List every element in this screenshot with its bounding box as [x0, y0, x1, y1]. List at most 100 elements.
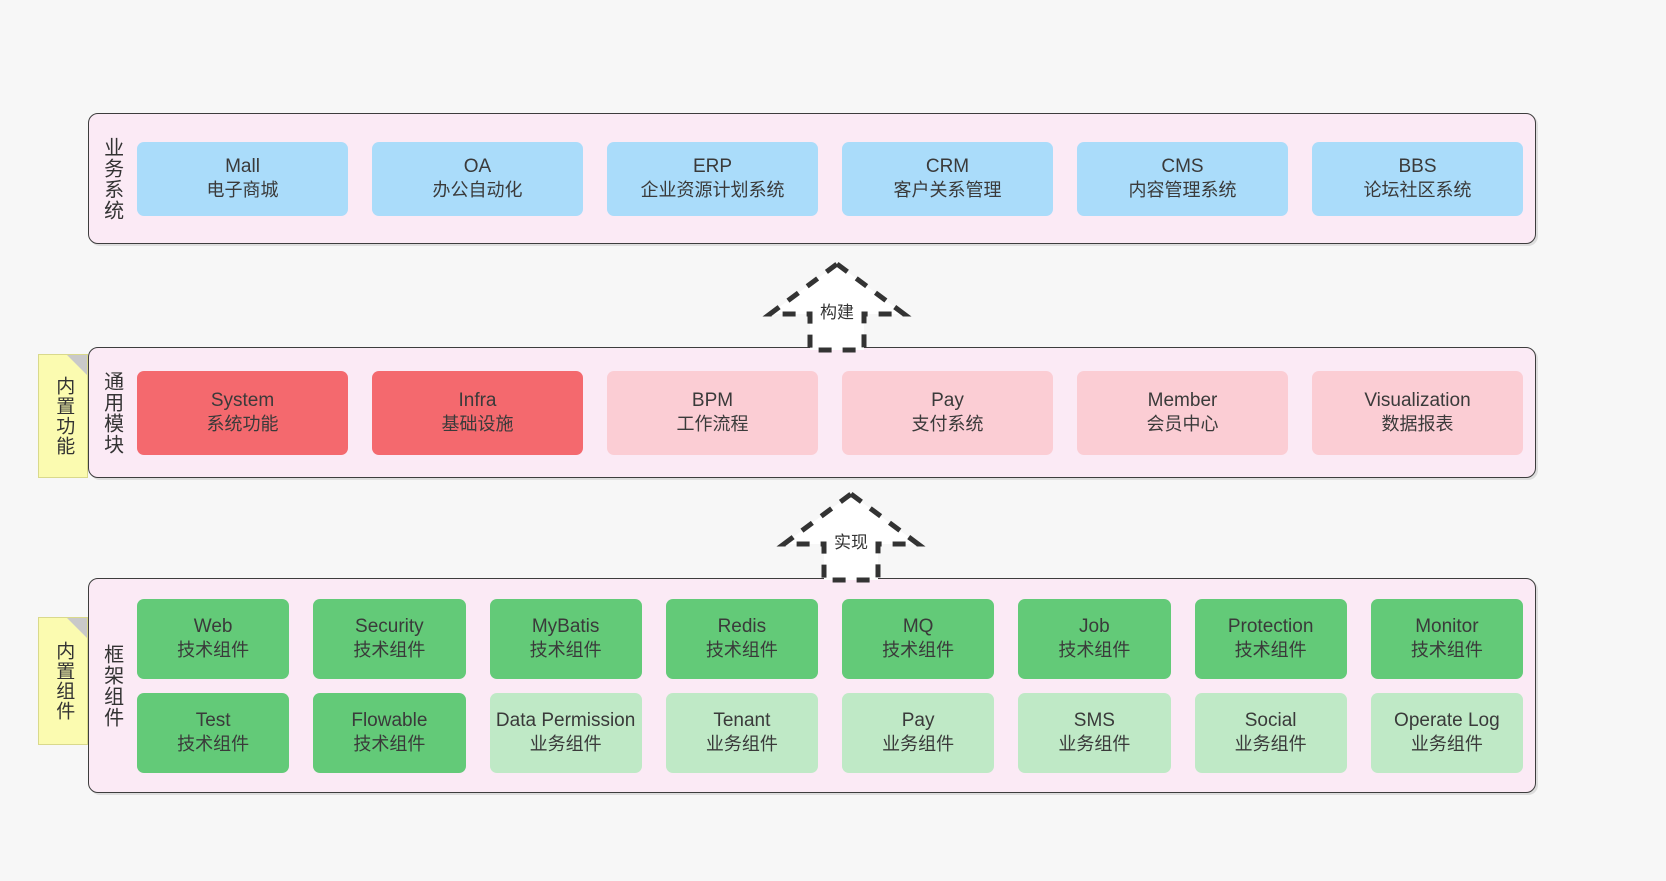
- layer-body-modules: System 系统功能 Infra 基础设施 BPM 工作流程 Pay 支付系统…: [133, 348, 1535, 477]
- node-title-en: Job: [1079, 616, 1110, 638]
- node-sms[interactable]: SMS 业务组件: [1018, 692, 1171, 773]
- node-title-en: System: [210, 390, 275, 412]
- node-title-en: Test: [195, 710, 231, 732]
- layer-body-framework: Web 技术组件 Security 技术组件 MyBatis 技术组件 Redi…: [133, 579, 1535, 792]
- node-bbs[interactable]: BBS 论坛社区系统: [1312, 141, 1523, 216]
- node-member[interactable]: Member 会员中心: [1077, 370, 1288, 455]
- node-data-permission[interactable]: Data Permission 业务组件: [489, 692, 642, 773]
- node-title-en: Redis: [717, 616, 767, 638]
- node-redis[interactable]: Redis 技术组件: [665, 598, 818, 679]
- node-title-cn: 论坛社区系统: [1363, 180, 1472, 201]
- node-title-en: Visualization: [1364, 390, 1471, 412]
- node-web[interactable]: Web 技术组件: [137, 598, 290, 679]
- node-operate-log[interactable]: Operate Log 业务组件: [1370, 692, 1523, 773]
- node-pay-module[interactable]: Pay 支付系统: [842, 370, 1053, 455]
- node-title-cn: 技术组件: [177, 640, 250, 661]
- node-title-en: MyBatis: [531, 616, 600, 638]
- node-oa[interactable]: OA 办公自动化: [372, 141, 583, 216]
- node-title-en: Web: [193, 616, 233, 638]
- arrow-build-icon: [762, 260, 912, 353]
- layer-row: Mall 电子商城 OA 办公自动化 ERP 企业资源计划系统 CRM 客户关系…: [137, 141, 1523, 216]
- node-monitor[interactable]: Monitor 技术组件: [1370, 598, 1523, 679]
- node-erp[interactable]: ERP 企业资源计划系统: [607, 141, 818, 216]
- layer-title-business: 业务系统: [100, 136, 123, 221]
- node-title-cn: 业务组件: [882, 734, 955, 755]
- layer-common-modules: 通用模块 System 系统功能 Infra 基础设施 BPM 工作流程 Pay…: [88, 347, 1536, 478]
- node-crm[interactable]: CRM 客户关系管理: [842, 141, 1053, 216]
- node-title-en: CMS: [1161, 156, 1204, 178]
- node-test[interactable]: Test 技术组件: [137, 692, 290, 773]
- node-title-en: Monitor: [1415, 616, 1479, 638]
- arrow-implement: 实现: [766, 488, 936, 584]
- node-title-en: Social: [1244, 710, 1297, 732]
- node-title-en: OA: [463, 156, 492, 178]
- node-title-cn: 客户关系管理: [893, 180, 1002, 201]
- node-cms[interactable]: CMS 内容管理系统: [1077, 141, 1288, 216]
- node-title-cn: 办公自动化: [432, 180, 523, 201]
- node-title-en: Flowable: [351, 710, 428, 732]
- node-title-cn: 业务组件: [1410, 734, 1483, 755]
- sticky-note-builtin-function: 内置功能: [38, 354, 88, 478]
- node-pay-component[interactable]: Pay 业务组件: [842, 692, 995, 773]
- node-title-en: Infra: [458, 390, 497, 412]
- node-title-cn: 技术组件: [353, 640, 426, 661]
- node-title-cn: 支付系统: [911, 414, 984, 435]
- node-visualization[interactable]: Visualization 数据报表: [1312, 370, 1523, 455]
- layer-business-systems: 业务系统 Mall 电子商城 OA 办公自动化 ERP 企业资源计划系统 CRM…: [88, 113, 1536, 244]
- node-mq[interactable]: MQ 技术组件: [842, 598, 995, 679]
- arrow-build: 构建: [752, 258, 922, 354]
- node-title-cn: 数据报表: [1381, 414, 1454, 435]
- node-title-cn: 基础设施: [441, 414, 514, 435]
- node-title-cn: 系统功能: [206, 414, 279, 435]
- node-title-cn: 技术组件: [1234, 640, 1307, 661]
- node-title-cn: 业务组件: [705, 734, 778, 755]
- node-system[interactable]: System 系统功能: [137, 370, 348, 455]
- node-security[interactable]: Security 技术组件: [313, 598, 466, 679]
- layer-body-business: Mall 电子商城 OA 办公自动化 ERP 企业资源计划系统 CRM 客户关系…: [133, 114, 1535, 243]
- node-title-cn: 技术组件: [1410, 640, 1483, 661]
- node-title-cn: 技术组件: [1058, 640, 1131, 661]
- node-title-en: Protection: [1227, 616, 1314, 638]
- node-title-en: Mall: [225, 156, 260, 178]
- node-bpm[interactable]: BPM 工作流程: [607, 370, 818, 455]
- node-social[interactable]: Social 业务组件: [1194, 692, 1347, 773]
- node-title-en: Data Permission: [495, 710, 636, 732]
- node-title-en: BPM: [691, 390, 734, 412]
- node-title-en: SMS: [1073, 710, 1115, 732]
- sticky-note-builtin-component: 内置组件: [38, 617, 88, 745]
- node-title-cn: 技术组件: [353, 734, 426, 755]
- sticky-note-label: 内置功能: [53, 376, 75, 456]
- node-title-cn: 工作流程: [676, 414, 749, 435]
- layer-framework-components: 框架组件 Web 技术组件 Security 技术组件 MyBatis 技术组件…: [88, 578, 1536, 793]
- node-title-cn: 业务组件: [1058, 734, 1131, 755]
- node-title-en: Pay: [931, 390, 964, 412]
- layer-title-framework: 框架组件: [100, 643, 123, 728]
- node-title-cn: 电子商城: [206, 180, 279, 201]
- node-title-en: BBS: [1398, 156, 1437, 178]
- node-title-en: CRM: [925, 156, 970, 178]
- node-title-cn: 业务组件: [1234, 734, 1307, 755]
- node-title-cn: 业务组件: [529, 734, 602, 755]
- node-title-en: Operate Log: [1394, 710, 1500, 732]
- layer-row: Web 技术组件 Security 技术组件 MyBatis 技术组件 Redi…: [137, 598, 1523, 679]
- node-title-cn: 技术组件: [529, 640, 602, 661]
- node-title-en: Pay: [901, 710, 935, 732]
- node-title-cn: 内容管理系统: [1128, 180, 1237, 201]
- node-title-en: Security: [355, 616, 424, 638]
- node-tenant[interactable]: Tenant 业务组件: [665, 692, 818, 773]
- node-title-cn: 技术组件: [882, 640, 955, 661]
- node-flowable[interactable]: Flowable 技术组件: [313, 692, 466, 773]
- node-title-en: MQ: [902, 616, 934, 638]
- node-protection[interactable]: Protection 技术组件: [1194, 598, 1347, 679]
- node-title-en: Tenant: [713, 710, 771, 732]
- node-title-cn: 企业资源计划系统: [640, 180, 785, 201]
- arrow-implement-icon: [776, 490, 926, 583]
- layer-row: Test 技术组件 Flowable 技术组件 Data Permission …: [137, 692, 1523, 773]
- layer-title-modules: 通用模块: [100, 370, 123, 455]
- node-mybatis[interactable]: MyBatis 技术组件: [489, 598, 642, 679]
- node-infra[interactable]: Infra 基础设施: [372, 370, 583, 455]
- node-title-en: ERP: [692, 156, 733, 178]
- node-mall[interactable]: Mall 电子商城: [137, 141, 348, 216]
- node-job[interactable]: Job 技术组件: [1018, 598, 1171, 679]
